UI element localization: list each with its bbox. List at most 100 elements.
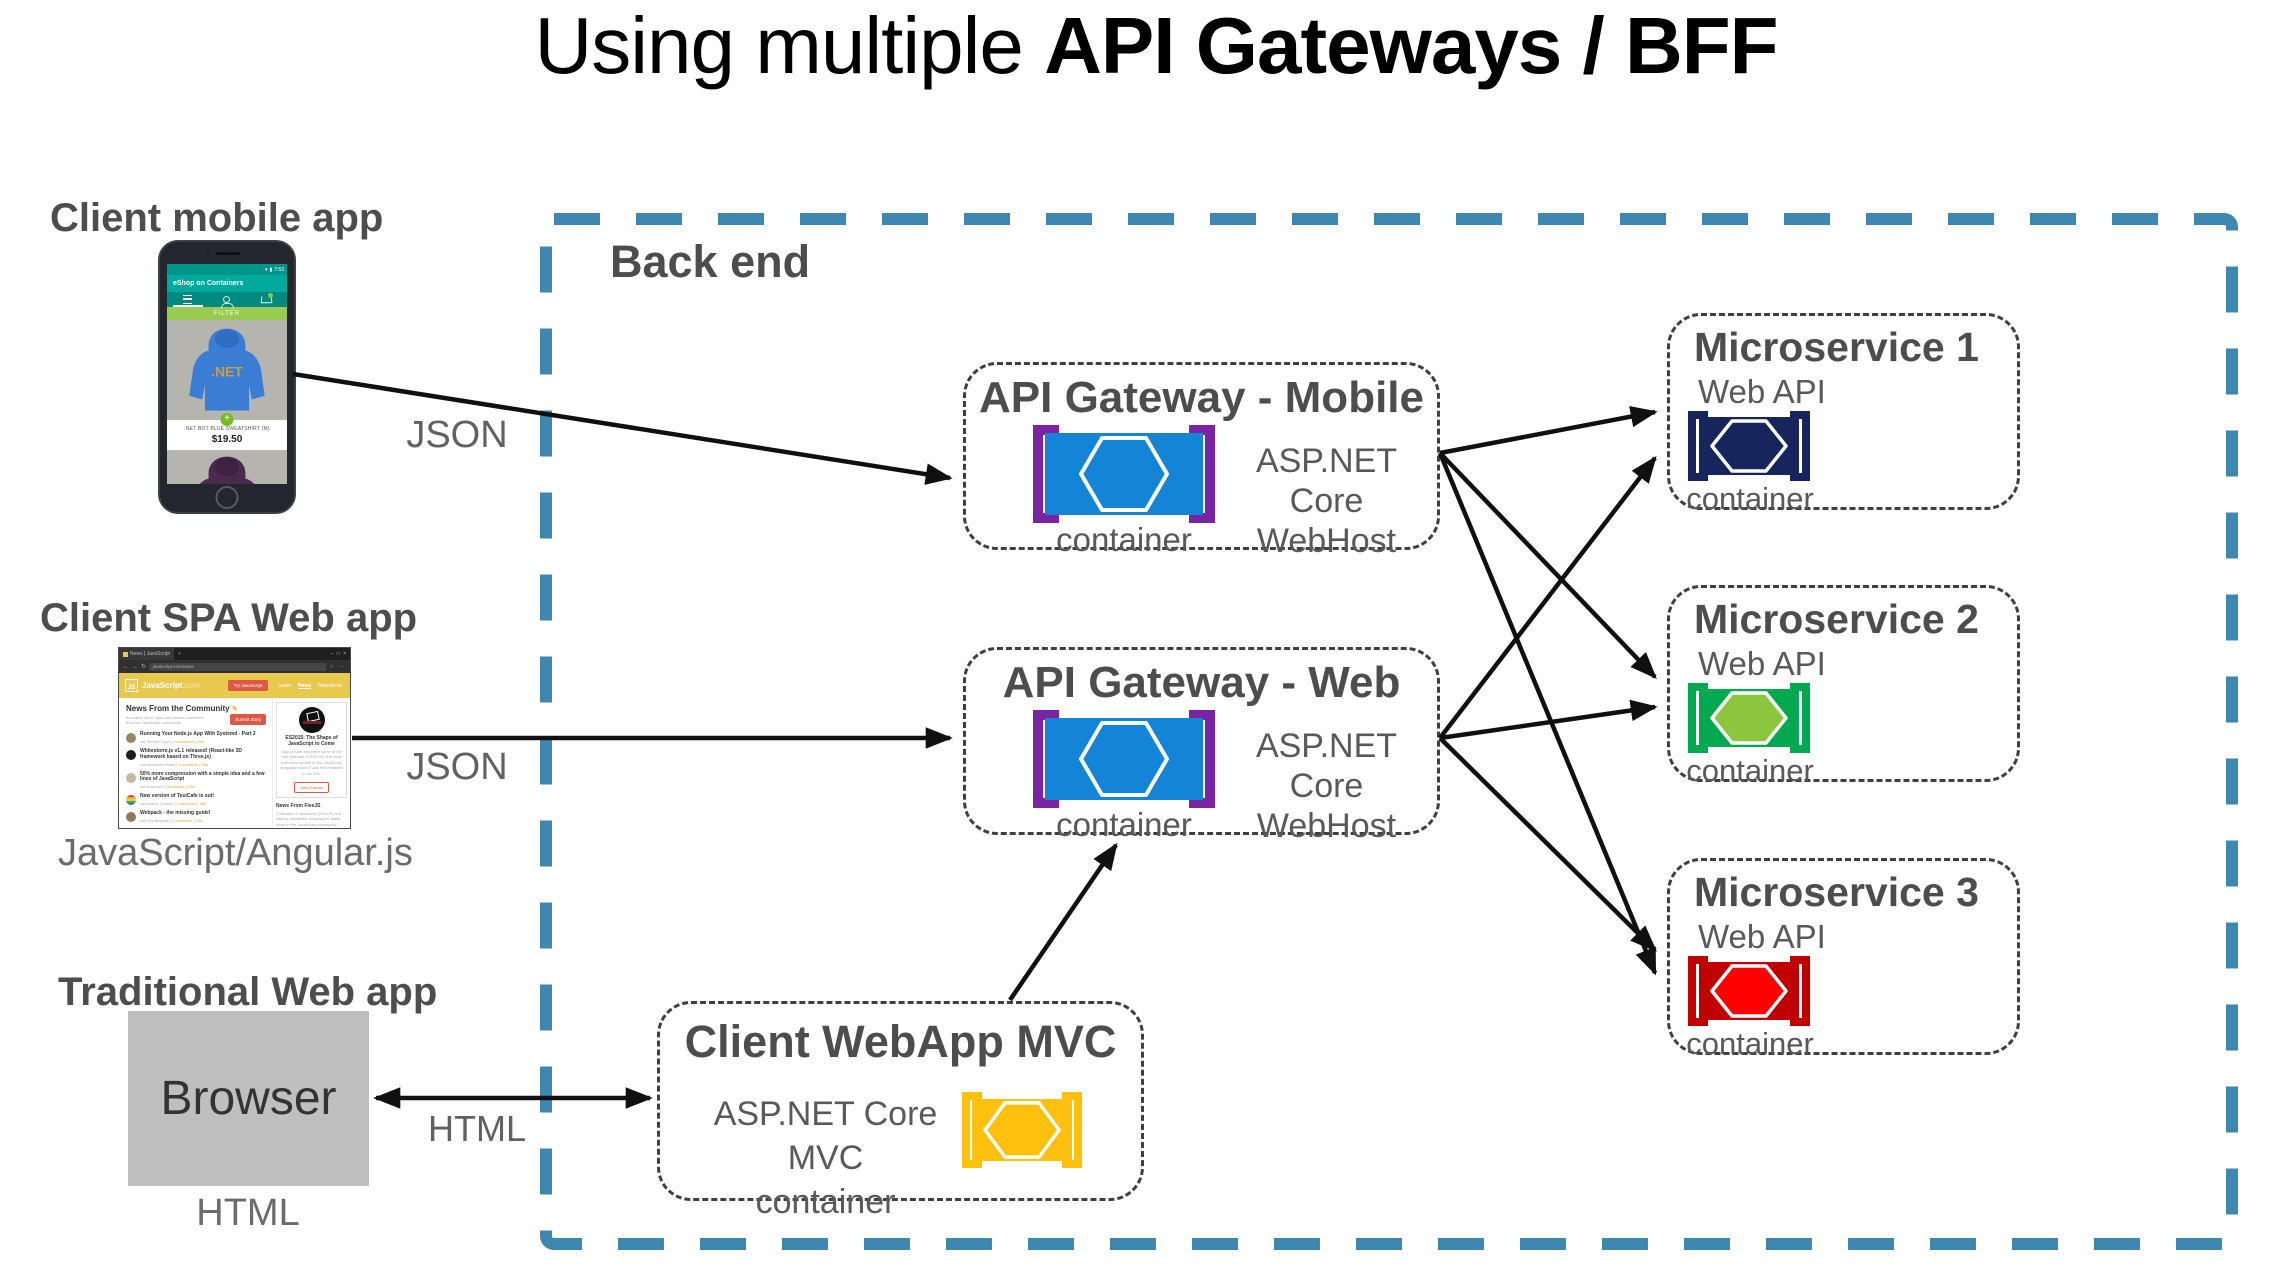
page-title: Using multiple API Gateways / BFF — [0, 0, 2282, 92]
container-rect — [1699, 417, 1799, 475]
client-webapp-mvc-box: Client WebApp MVC ASP.NET Core MVC conta… — [657, 1001, 1144, 1221]
hexagon-icon — [1079, 721, 1169, 797]
container-icon — [1033, 425, 1215, 523]
spa-browser-window: News | JavaScript + – □ × ← → ↻ javascri… — [118, 647, 351, 829]
back-icon[interactable]: ← — [123, 663, 129, 670]
favicon — [123, 651, 128, 657]
hexagon-icon — [1710, 691, 1788, 745]
next-product-image — [167, 450, 287, 484]
api-gateway-web-title: API Gateway - Web — [1002, 658, 1401, 707]
microservice-3-title: Microservice 3 — [1694, 869, 1979, 915]
container-rect — [972, 1099, 1072, 1161]
arrow-gwweb-ms1 — [1438, 455, 1657, 740]
news-item-title[interactable]: Whitestorm.js v1.1 released! (React-like… — [140, 748, 242, 760]
list-item: Running Your Node.js App With Systemd - … — [126, 732, 268, 744]
container-rect — [1699, 689, 1799, 747]
container-label: container — [1686, 753, 1814, 788]
new-tab-button[interactable]: + — [177, 651, 181, 657]
arrow-gwweb-ms2 — [1439, 699, 1658, 741]
view-course-button[interactable]: View Course — [294, 781, 329, 793]
app-header: eShop on Containers — [167, 275, 287, 292]
spa-caption: JavaScript/Angular.js — [58, 832, 413, 874]
container-icon — [962, 1092, 1082, 1168]
site-header: JS JavaScript.com Try JavaScript Learn N… — [119, 673, 350, 698]
profile-icon[interactable] — [220, 296, 234, 309]
list-item: Whitestorm.js v1.1 released! (React-like… — [126, 748, 268, 767]
container-rect — [1045, 718, 1203, 800]
course-card-body: Stay in tune and learn some of the new f… — [280, 749, 343, 776]
news-item-title[interactable]: New version of TestCafe is out! — [140, 793, 215, 800]
cart-icon[interactable] — [260, 292, 274, 304]
news-item-links[interactable]: Comments | Site — [176, 800, 207, 806]
fivejs-heading: News From FiveJS — [276, 802, 321, 809]
try-javascript-button[interactable]: Try JavaScript — [227, 680, 269, 691]
container-rect — [1699, 962, 1799, 1020]
filter-button[interactable]: FILTER — [167, 307, 287, 320]
app-tab-bar — [167, 292, 287, 309]
arrow-gwmobile-ms1 — [1439, 405, 1658, 456]
site-nav: Learn News Resources — [278, 683, 342, 689]
svg-text:.NET: .NET — [211, 364, 243, 379]
nav-resources[interactable]: Resources — [318, 682, 342, 689]
hexagon-icon — [983, 1101, 1061, 1159]
news-item-title[interactable]: Webpack - the missing guide! — [140, 809, 211, 816]
site-name: JavaScript.com — [142, 681, 200, 690]
mobile-phone: ▾ ▮ 7:53 eShop on Containers FILTER — [158, 240, 296, 514]
news-item-links[interactable]: Comments | Site — [165, 784, 195, 790]
page-title-prefix: Using multiple — [534, 1, 1045, 90]
refresh-icon[interactable]: ↻ — [141, 664, 147, 670]
phone-status-bar: ▾ ▮ 7:53 — [167, 264, 287, 275]
html-arrow-label: HTML — [428, 1108, 526, 1149]
avatar — [126, 733, 136, 744]
add-to-cart-button[interactable]: + — [220, 413, 234, 426]
hexagon-icon — [1079, 436, 1169, 512]
news-subtext: A curated list of news and stories submi… — [126, 715, 203, 726]
pencil-icon: ✎ — [231, 706, 238, 713]
product-price: $19.50 — [211, 434, 243, 445]
api-gateway-mobile-title: API Gateway - Mobile — [979, 373, 1424, 422]
nav-news[interactable]: News — [298, 682, 312, 689]
course-card-title: ES2015: The Shape of JavaScript to Come — [285, 735, 338, 747]
cart-badge — [268, 292, 274, 298]
container-label: container — [1686, 1026, 1814, 1061]
window-controls[interactable]: – □ × — [330, 651, 347, 657]
container-icon — [1688, 956, 1810, 1026]
api-gateway-web-box: API Gateway - Web container ASP.NET Core… — [963, 647, 1440, 845]
news-heading: News From the Community ✎ — [126, 704, 238, 713]
arrow-gwmobile-ms2 — [1438, 451, 1657, 679]
product-name: .NET BOT BLUE SWEATSHIRT (M) — [184, 426, 270, 432]
container-rect — [1045, 433, 1203, 515]
avatar — [126, 795, 136, 806]
microservice-2-title: Microservice 2 — [1694, 596, 1979, 642]
gateway-tech-label: ASP.NET Core WebHost — [1255, 727, 1398, 846]
purple-hoodie-image — [199, 456, 255, 484]
news-item-links[interactable]: Comments | Site — [174, 739, 204, 745]
address-bar[interactable]: javascript.com/news — [149, 662, 327, 671]
product-image: .NET + — [167, 320, 287, 426]
microservice-1-box: Microservice 1 Web API container — [1667, 313, 2020, 516]
hexagon-icon — [1710, 419, 1788, 473]
news-column: News From the Community ✎ A curated list… — [119, 698, 272, 828]
submit-story-button[interactable]: Submit Story — [230, 714, 266, 725]
news-item-title[interactable]: Running Your Node.js App With Systemd - … — [140, 731, 256, 738]
menu-icon[interactable] — [182, 295, 192, 304]
list-item: New version of TestCafe is out! via Andr… — [126, 793, 268, 806]
nav-learn[interactable]: Learn — [278, 682, 292, 689]
status-time: 7:53 — [274, 266, 284, 273]
news-item-links[interactable]: Comments | Site — [178, 761, 208, 767]
browser-tab[interactable]: News | JavaScript — [119, 648, 174, 660]
html-caption: HTML — [196, 1192, 300, 1234]
browser-box-label: Browser — [160, 1072, 337, 1125]
favorites-more-icons[interactable]: ☆ ⋯ — [329, 663, 346, 670]
news-item-title[interactable]: 50% more compression with a simple idea … — [140, 770, 265, 783]
microservice-2-box: Microservice 2 Web API container — [1667, 585, 2020, 788]
news-item-links[interactable]: Comments | Site — [172, 817, 202, 823]
forward-icon[interactable]: → — [132, 663, 138, 670]
gateway-tech-label: ASP.NET Core WebHost — [1255, 442, 1398, 561]
list-item: Webpack - the missing guide! via Guy Mog… — [126, 809, 268, 823]
container-label: container — [1056, 521, 1192, 558]
container-icon — [1033, 710, 1215, 808]
traditional-heading: Traditional Web app — [58, 970, 438, 1014]
home-button[interactable] — [215, 486, 239, 509]
fivejs-body: 5 Minutes of JavaScript (FiveJS) is a we… — [276, 810, 341, 827]
